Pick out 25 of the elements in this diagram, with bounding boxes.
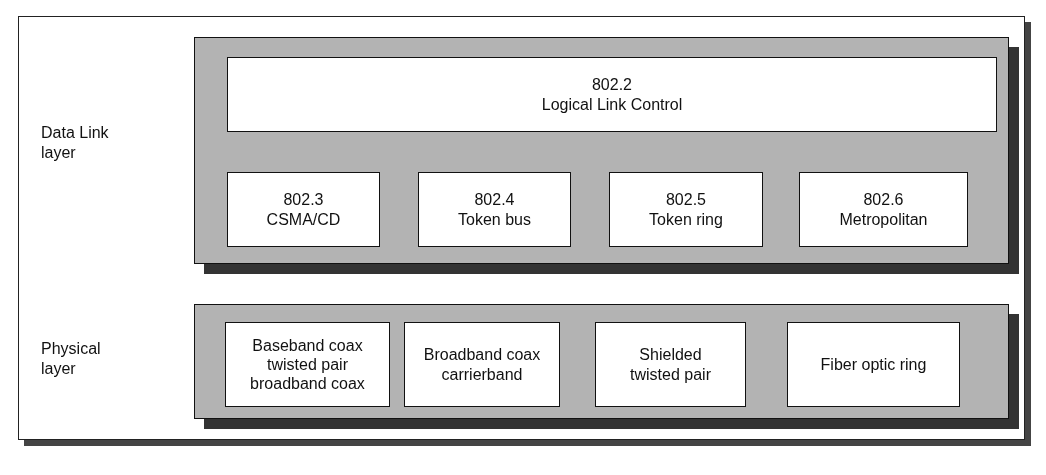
layer-label: Data Link layer: [41, 123, 110, 163]
box-text: Logical Link Control: [541, 94, 683, 114]
box-text: 802.6: [863, 190, 904, 210]
box-text: 802.3: [283, 190, 324, 210]
box-text: Metropolitan: [839, 209, 928, 229]
protocol-box: [227, 172, 380, 247]
box-text: Token ring: [649, 209, 723, 229]
box-text: 802.2: [591, 75, 632, 95]
protocol-box: [227, 57, 997, 132]
box-text: Fiber optic ring: [820, 354, 927, 375]
protocol-box: [418, 172, 571, 247]
box-text: Shielded twisted pair: [629, 345, 712, 384]
layer-label: Physical layer: [41, 339, 102, 379]
box-text: Token bus: [458, 209, 531, 229]
protocol-box: [799, 172, 968, 247]
box-text: Baseband coax twisted pair broadband coax: [249, 335, 366, 394]
box-text: 802.5: [665, 190, 706, 210]
protocol-box: [609, 172, 763, 247]
box-text: 802.4: [474, 190, 515, 210]
box-text: Broadband coax carrierband: [422, 345, 542, 384]
medium-box: [225, 322, 390, 407]
medium-box: [595, 322, 746, 407]
medium-box: [787, 322, 960, 407]
medium-box: [404, 322, 560, 407]
box-text: CSMA/CD: [266, 209, 341, 229]
